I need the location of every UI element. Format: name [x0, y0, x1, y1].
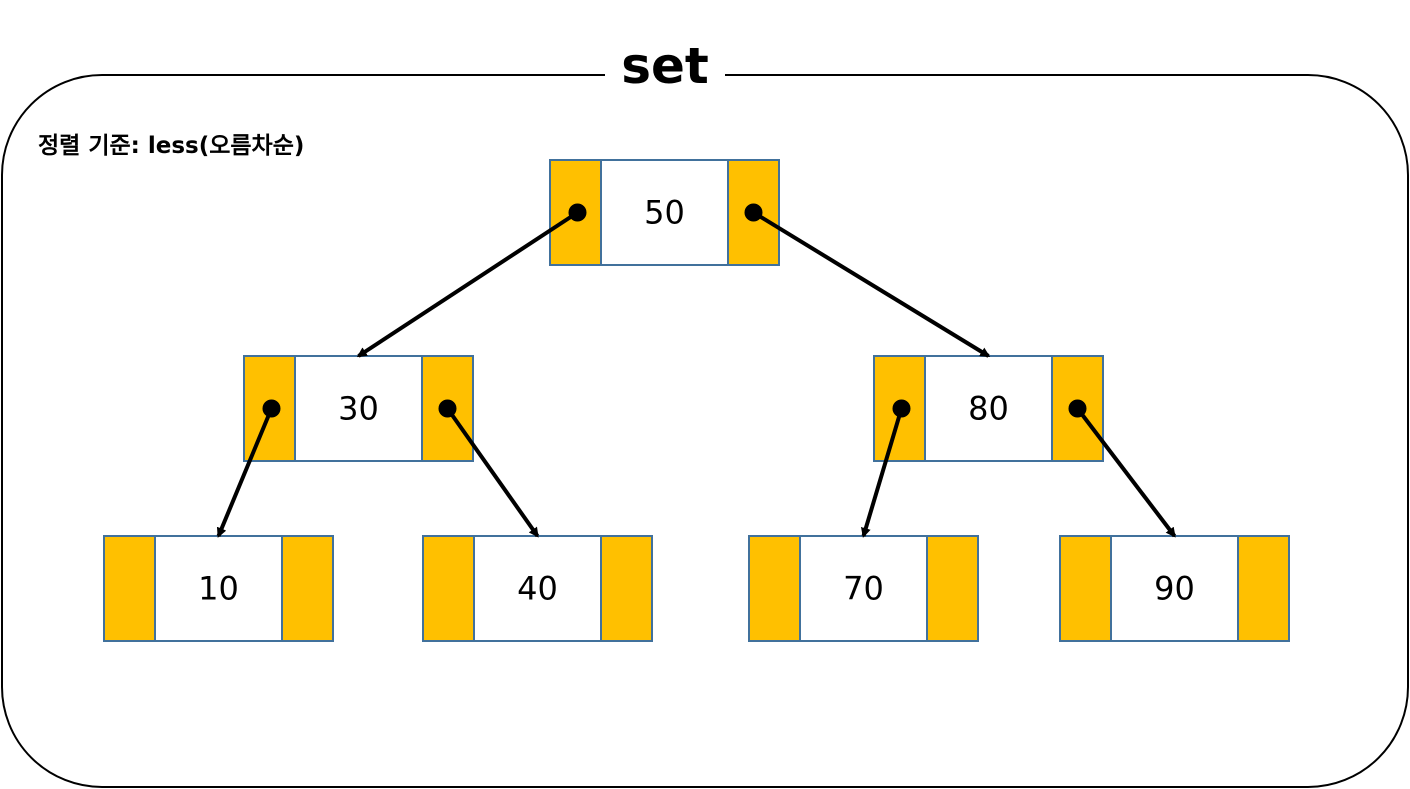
pointer-dot [262, 399, 281, 418]
pointer-arrow [216, 407, 274, 538]
edge-n30-n40 [438, 399, 540, 538]
node-value: 50 [644, 194, 685, 232]
value-cell [924, 355, 1053, 462]
tree-node-40: 40 [422, 535, 653, 642]
node-value: 90 [1154, 570, 1195, 608]
tree-node-10: 10 [103, 535, 334, 642]
node-value: 30 [338, 390, 379, 428]
edge-n80-n70 [860, 399, 911, 538]
right-pointer-cell [281, 535, 334, 642]
sort-criterion-label: 정렬 기준: less(오름차순) [38, 133, 304, 159]
left-pointer-cell [748, 535, 801, 642]
pointer-dot [568, 203, 587, 222]
pointer-arrow [356, 210, 579, 358]
pointer-arrow [752, 210, 991, 358]
edge-n30-n10 [216, 399, 281, 538]
right-pointer-cell [1237, 535, 1290, 642]
pointer-arrow [860, 407, 904, 538]
left-pointer-cell [103, 535, 156, 642]
pointer-dot [892, 399, 911, 418]
edge-n50-n30 [356, 203, 587, 358]
diagram-title: set [621, 37, 709, 95]
title-gap [605, 60, 725, 90]
edge-n80-n90 [1068, 399, 1177, 538]
right-pointer-cell [600, 535, 653, 642]
tree-node-50: 50 [549, 159, 780, 266]
pointer-dot [1068, 399, 1087, 418]
node-value: 80 [968, 390, 1009, 428]
nodes-layer: 50 30 80 10 40 70 90 [103, 159, 1290, 642]
edge-n50-n80 [744, 203, 991, 358]
node-value: 10 [198, 570, 239, 608]
pointer-dot [744, 203, 763, 222]
pointer-dot [438, 399, 457, 418]
left-pointer-cell [1059, 535, 1112, 642]
left-pointer-cell [422, 535, 475, 642]
tree-node-90: 90 [1059, 535, 1290, 642]
value-cell [294, 355, 423, 462]
value-cell [600, 159, 729, 266]
tree-node-70: 70 [748, 535, 979, 642]
node-value: 40 [517, 570, 558, 608]
node-value: 70 [843, 570, 884, 608]
pointer-arrow [445, 407, 540, 538]
pointer-arrow [1075, 407, 1177, 538]
right-pointer-cell [926, 535, 979, 642]
